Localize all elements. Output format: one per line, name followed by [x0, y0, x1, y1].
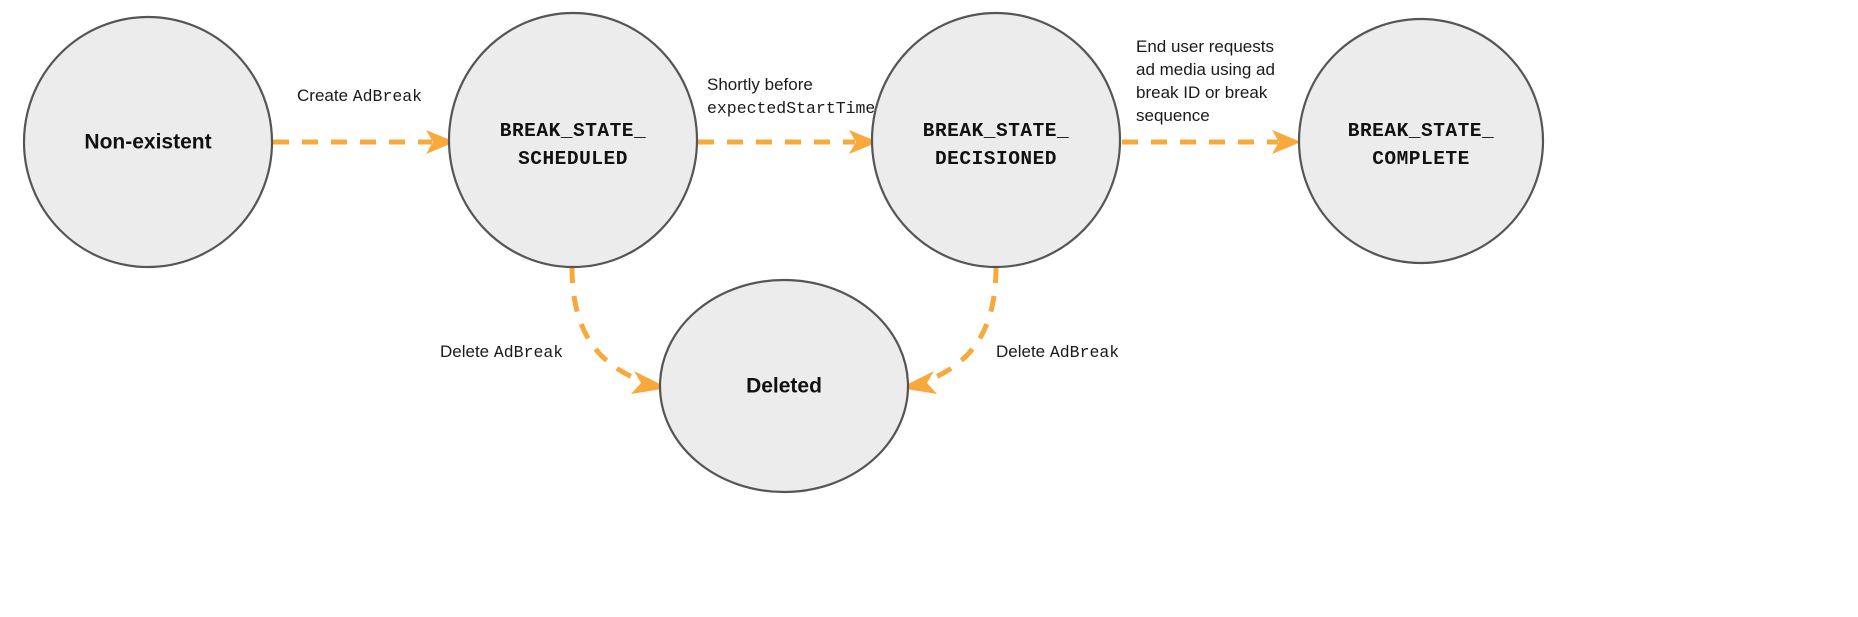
state-node-break-state-scheduled[interactable]: BREAK_STATE_ SCHEDULED — [447, 11, 699, 269]
edge-label-line: break ID or break — [1136, 83, 1268, 102]
node-circle[interactable] — [870, 11, 1122, 269]
edge-label-run: Create — [297, 86, 353, 105]
edge-label-line: expectedStartTime — [707, 99, 875, 118]
node-circle[interactable] — [658, 278, 910, 494]
edge-delete-adbreak-from-decisioned: Delete AdBreak — [900, 266, 1119, 394]
edge-line-delete-from-decisioned — [923, 266, 999, 385]
edge-label-create-adbreak: Create AdBreak — [297, 86, 422, 106]
edge-label-delete-from-decisioned: Delete AdBreak — [996, 342, 1119, 362]
arrowhead-icon — [849, 130, 878, 154]
edge-label-line: End user requests — [1136, 37, 1274, 56]
edge-label-shortly-before: Shortly before expectedStartTime — [707, 75, 875, 118]
edge-label-line: ad media using ad — [1136, 60, 1275, 79]
arrowhead-icon — [631, 371, 668, 394]
state-node-break-state-complete[interactable]: BREAK_STATE_ COMPLETE — [1297, 17, 1545, 265]
edge-label-line: Shortly before — [707, 75, 813, 94]
edge-label-run: AdBreak — [494, 343, 563, 362]
edge-label-run: Delete — [440, 342, 494, 361]
edge-shortly-before-expected-start-time: Shortly before expectedStartTime — [698, 75, 878, 154]
edge-label-end-user-requests: End user requests ad media using ad brea… — [1136, 37, 1280, 125]
arrowhead-icon — [1272, 130, 1301, 154]
node-label-break-state-decisioned-line1: BREAK_STATE_ — [923, 120, 1069, 142]
node-circle[interactable] — [22, 15, 274, 269]
edge-line-delete-from-scheduled — [569, 266, 645, 385]
node-circle[interactable] — [1297, 17, 1545, 265]
edge-delete-adbreak-from-scheduled: Delete AdBreak — [440, 266, 668, 394]
edge-label-run: AdBreak — [353, 87, 422, 106]
edge-label-delete-from-scheduled: Delete AdBreak — [440, 342, 563, 362]
node-label-non-existent: Non-existent — [84, 131, 211, 154]
node-label-break-state-scheduled-line1: BREAK_STATE_ — [500, 120, 646, 142]
state-node-break-state-decisioned[interactable]: BREAK_STATE_ DECISIONED — [870, 11, 1122, 269]
state-node-non-existent[interactable]: Non-existent — [22, 15, 274, 269]
node-circle[interactable] — [447, 11, 699, 269]
edge-create-adbreak: Create AdBreak — [273, 86, 455, 154]
node-label-break-state-complete-line1: BREAK_STATE_ — [1348, 120, 1494, 142]
arrowhead-icon — [426, 130, 455, 154]
edge-label-line: sequence — [1136, 106, 1210, 125]
node-label-break-state-complete-line2: COMPLETE — [1372, 148, 1470, 170]
node-label-deleted: Deleted — [746, 375, 822, 398]
edge-end-user-requests-ad-media: End user requests ad media using ad brea… — [1122, 37, 1301, 154]
node-label-break-state-scheduled-line2: SCHEDULED — [518, 148, 628, 170]
edge-label-run: Delete — [996, 342, 1050, 361]
node-label-break-state-decisioned-line2: DECISIONED — [935, 148, 1057, 170]
arrowhead-icon — [900, 371, 937, 394]
state-node-deleted[interactable]: Deleted — [658, 278, 910, 494]
edge-label-run: AdBreak — [1050, 343, 1119, 362]
